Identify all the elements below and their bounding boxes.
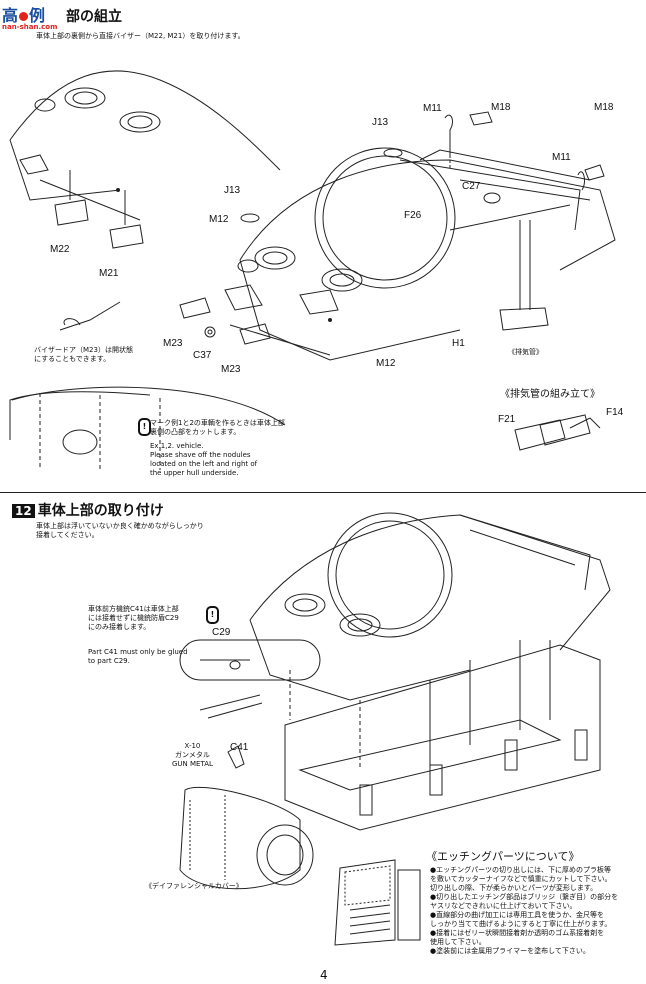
- etch-note-10: ●塗装前には金属用プライマーを塗布して下さい。: [430, 947, 590, 955]
- shave-note-jp-line-2: 裏側の凸部をカットします。: [150, 428, 241, 436]
- c41-note-jp-line-2: には接着せずに機銃防盾C29: [88, 614, 179, 622]
- etch-note-9: 使用して下さい。: [430, 938, 486, 946]
- label-f26: F26: [404, 210, 422, 221]
- etch-note-8: ●接着にはゼリー状瞬間接着剤か透明のゴム系接着剤を: [430, 929, 605, 937]
- shave-note-en-line-2: Please shave off the nodules: [150, 451, 251, 459]
- watermark-url: nan-shan.com: [2, 23, 58, 31]
- c41-note-jp-line-1: 車体前方機銃C41は車体上部: [88, 605, 179, 613]
- paint-name-en: GUN METAL: [172, 760, 213, 768]
- step12-intro-line-1: 車体上部は浮いていないか良く確かめながらしっかり: [36, 522, 204, 530]
- label-m21: M21: [99, 268, 119, 279]
- step12-diagram: [179, 512, 611, 946]
- label-c41: C41: [230, 742, 249, 753]
- step12-title-text: 車体上部の取り付け: [37, 503, 164, 519]
- paint-name-jp: ガンメタル: [175, 751, 210, 759]
- c41-note-jp: 車体前方機銃C41は車体上部 には接着せずに機銃防盾C29 にのみ接着します。: [88, 605, 179, 632]
- visor-note: バイザードア（M23）は開状態 にすることもできます。: [34, 346, 133, 364]
- etch-notes: ●エッチングパーツの切り出しには、下に厚めのプラ板等 を敷いてカッターナイフなど…: [430, 866, 642, 956]
- etch-note-5: ヤスリなどできれいに仕上げておいて下さい。: [430, 902, 577, 910]
- step12-intro-line-2: 接着してください。: [36, 531, 99, 539]
- section-divider: [0, 492, 646, 493]
- label-m11-right: M11: [552, 152, 571, 163]
- shave-note-jp: マーク例1と2の車輌を作るときは車体上部 裏側の凸部をカットします。: [150, 419, 285, 437]
- label-m23-lower: M23: [221, 364, 241, 375]
- shave-note-en-line-3: located on the left and right of: [150, 460, 258, 468]
- c41-note-jp-line-3: にのみ接着します。: [88, 623, 151, 631]
- etch-note-7: しっかり当てて曲げるようにすると丁寧に仕上がります。: [430, 920, 612, 928]
- label-f21: F21: [498, 414, 516, 425]
- etch-note-3: 切り出しの際、下が柔らかいとパーツが変形します。: [430, 884, 598, 892]
- paint-code: X-10: [184, 742, 201, 750]
- visor-note-line-1: バイザードア（M23）は開状態: [34, 346, 133, 354]
- step12-intro: 車体上部は浮いていないか良く確かめながらしっかり 接着してください。: [36, 522, 204, 540]
- step11-subtitle: 車体上部の裏側から直接バイザー（M22, M21）を取り付けます。: [36, 32, 245, 40]
- logo-glyph-1: 高: [2, 6, 19, 25]
- logo-dot: [19, 12, 29, 21]
- etch-note-1: ●エッチングパーツの切り出しには、下に厚めのプラ板等: [430, 866, 611, 874]
- shave-note-en-line-4: the upper hull underside.: [150, 469, 239, 477]
- step12-number: 12: [12, 504, 35, 518]
- label-m12-left: M12: [209, 214, 229, 225]
- c41-caution-icon: !: [206, 606, 219, 624]
- label-j13-top: J13: [372, 117, 389, 128]
- label-h1: H1: [452, 338, 465, 349]
- etch-title: 《エッチングパーツについて》: [426, 850, 580, 863]
- label-m18-right: M18: [594, 102, 614, 113]
- label-m12-right: M12: [376, 358, 396, 369]
- differential-cover-label: 《デイファレンシャルカバー》: [145, 882, 243, 890]
- label-m18-top: M18: [491, 102, 511, 113]
- c41-note-en: Part C41 must only be glued to part C29.: [88, 648, 188, 666]
- label-j13-left: J13: [224, 185, 241, 196]
- etch-note-4: ●切り出したエッチング部品はブリッジ（繋ぎ目）の部分を: [430, 893, 619, 901]
- shave-note-en-line-1: Ex.1,2. vehicle.: [150, 442, 204, 450]
- label-m11-top: M11: [423, 103, 442, 114]
- etch-note-6: ●直線部分の曲げ加工には専用工具を使うか、金尺等を: [430, 911, 604, 919]
- label-c27: C27: [462, 181, 481, 192]
- page-number: 4: [320, 968, 328, 982]
- step11-diagram: [9, 70, 616, 470]
- exhaust-assembly-title: 《排気管の組み立て》: [500, 389, 600, 400]
- logo-glyph-2: 例: [29, 6, 46, 25]
- label-exhaust-small: 《排気管》: [508, 348, 543, 356]
- label-c37: C37: [193, 350, 212, 361]
- c41-note-en-line-1: Part C41 must only be glued: [88, 648, 188, 656]
- label-m22: M22: [50, 244, 70, 255]
- shave-note-en: Ex.1,2. vehicle. Please shave off the no…: [150, 442, 257, 478]
- c41-note-en-line-2: to part C29.: [88, 657, 130, 665]
- etch-note-2: を敷いてカッターナイフなどで慎重にカットして下さい。: [430, 875, 612, 883]
- visor-note-line-2: にすることもできます。: [34, 355, 111, 363]
- label-m23-upper: M23: [163, 338, 183, 349]
- step11-title: 部の組立: [66, 9, 122, 25]
- paint-callout: X-10 ガンメタル GUN METAL: [172, 742, 213, 769]
- caution-icon: !: [138, 418, 151, 436]
- label-c29: C29: [212, 627, 231, 638]
- shave-note-jp-line-1: マーク例1と2の車輌を作るときは車体上部: [150, 419, 285, 427]
- label-f14: F14: [606, 407, 624, 418]
- watermark-logo: 高例 nan-shan.com: [2, 2, 57, 31]
